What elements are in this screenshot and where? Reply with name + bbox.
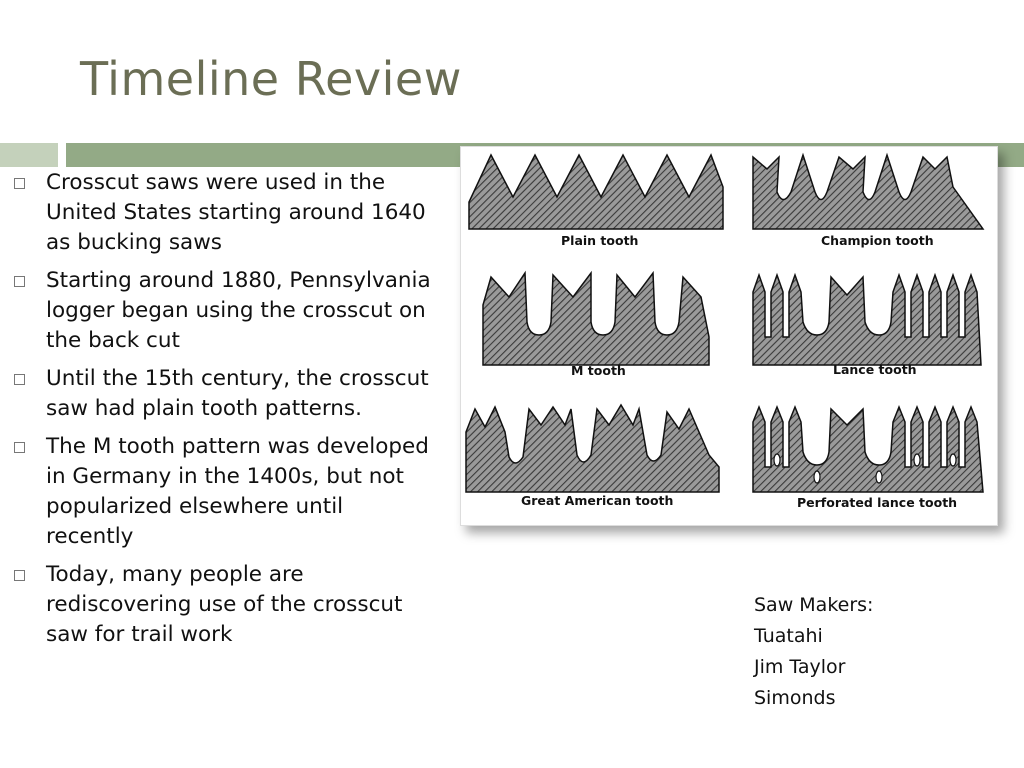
caption-great-american-tooth: Great American tooth	[521, 493, 673, 508]
bullet-item: Crosscut saws were used in the United St…	[14, 168, 434, 258]
bullet-square-icon	[14, 276, 25, 287]
bullet-text: Until the 15th century, the crosscut saw…	[46, 366, 429, 421]
caption-plain-tooth: Plain tooth	[561, 233, 638, 248]
saw-makers-block: Saw Makers: Tuatahi Jim Taylor Simonds	[754, 590, 873, 714]
great-american-tooth-profile	[465, 403, 720, 493]
bullet-square-icon	[14, 442, 25, 453]
caption-lance-tooth: Lance tooth	[833, 362, 917, 377]
plain-tooth-profile	[468, 153, 724, 230]
bullet-text: Starting around 1880, Pennsylvania logge…	[46, 268, 431, 353]
caption-perforated-lance-tooth: Perforated lance tooth	[797, 495, 957, 510]
bullet-item: The M tooth pattern was developed in Ger…	[14, 432, 434, 552]
saw-makers-heading: Saw Makers:	[754, 594, 874, 616]
lance-tooth-profile	[752, 272, 982, 366]
caption-champion-tooth: Champion tooth	[821, 233, 934, 248]
bullet-square-icon	[14, 374, 25, 385]
bullet-item: Until the 15th century, the crosscut saw…	[14, 364, 434, 424]
champion-tooth-profile	[752, 152, 985, 230]
saw-tooth-diagram: Plain tooth Champion tooth M tooth Lance…	[465, 152, 985, 510]
bullet-list: Crosscut saws were used in the United St…	[14, 168, 434, 658]
perforation-holes	[773, 453, 957, 484]
caption-m-tooth: M tooth	[571, 363, 626, 378]
bullet-item: Today, many people are rediscovering use…	[14, 560, 434, 650]
saw-maker-name: Simonds	[754, 687, 836, 709]
bullet-text: Today, many people are rediscovering use…	[46, 562, 403, 647]
accent-bar-left	[0, 143, 58, 167]
bullet-text: Crosscut saws were used in the United St…	[46, 170, 426, 255]
bullet-square-icon	[14, 178, 25, 189]
perforated-lance-tooth-profile	[752, 404, 984, 493]
slide-title: Timeline Review	[80, 52, 462, 106]
bullet-square-icon	[14, 570, 25, 581]
saw-maker-name: Tuatahi	[754, 625, 823, 647]
saw-maker-name: Jim Taylor	[754, 656, 846, 678]
bullet-text: The M tooth pattern was developed in Ger…	[46, 434, 429, 549]
m-tooth-profile	[482, 270, 710, 366]
bullet-item: Starting around 1880, Pennsylvania logge…	[14, 266, 434, 356]
saw-tooth-figure: Plain tooth Champion tooth M tooth Lance…	[460, 146, 998, 526]
